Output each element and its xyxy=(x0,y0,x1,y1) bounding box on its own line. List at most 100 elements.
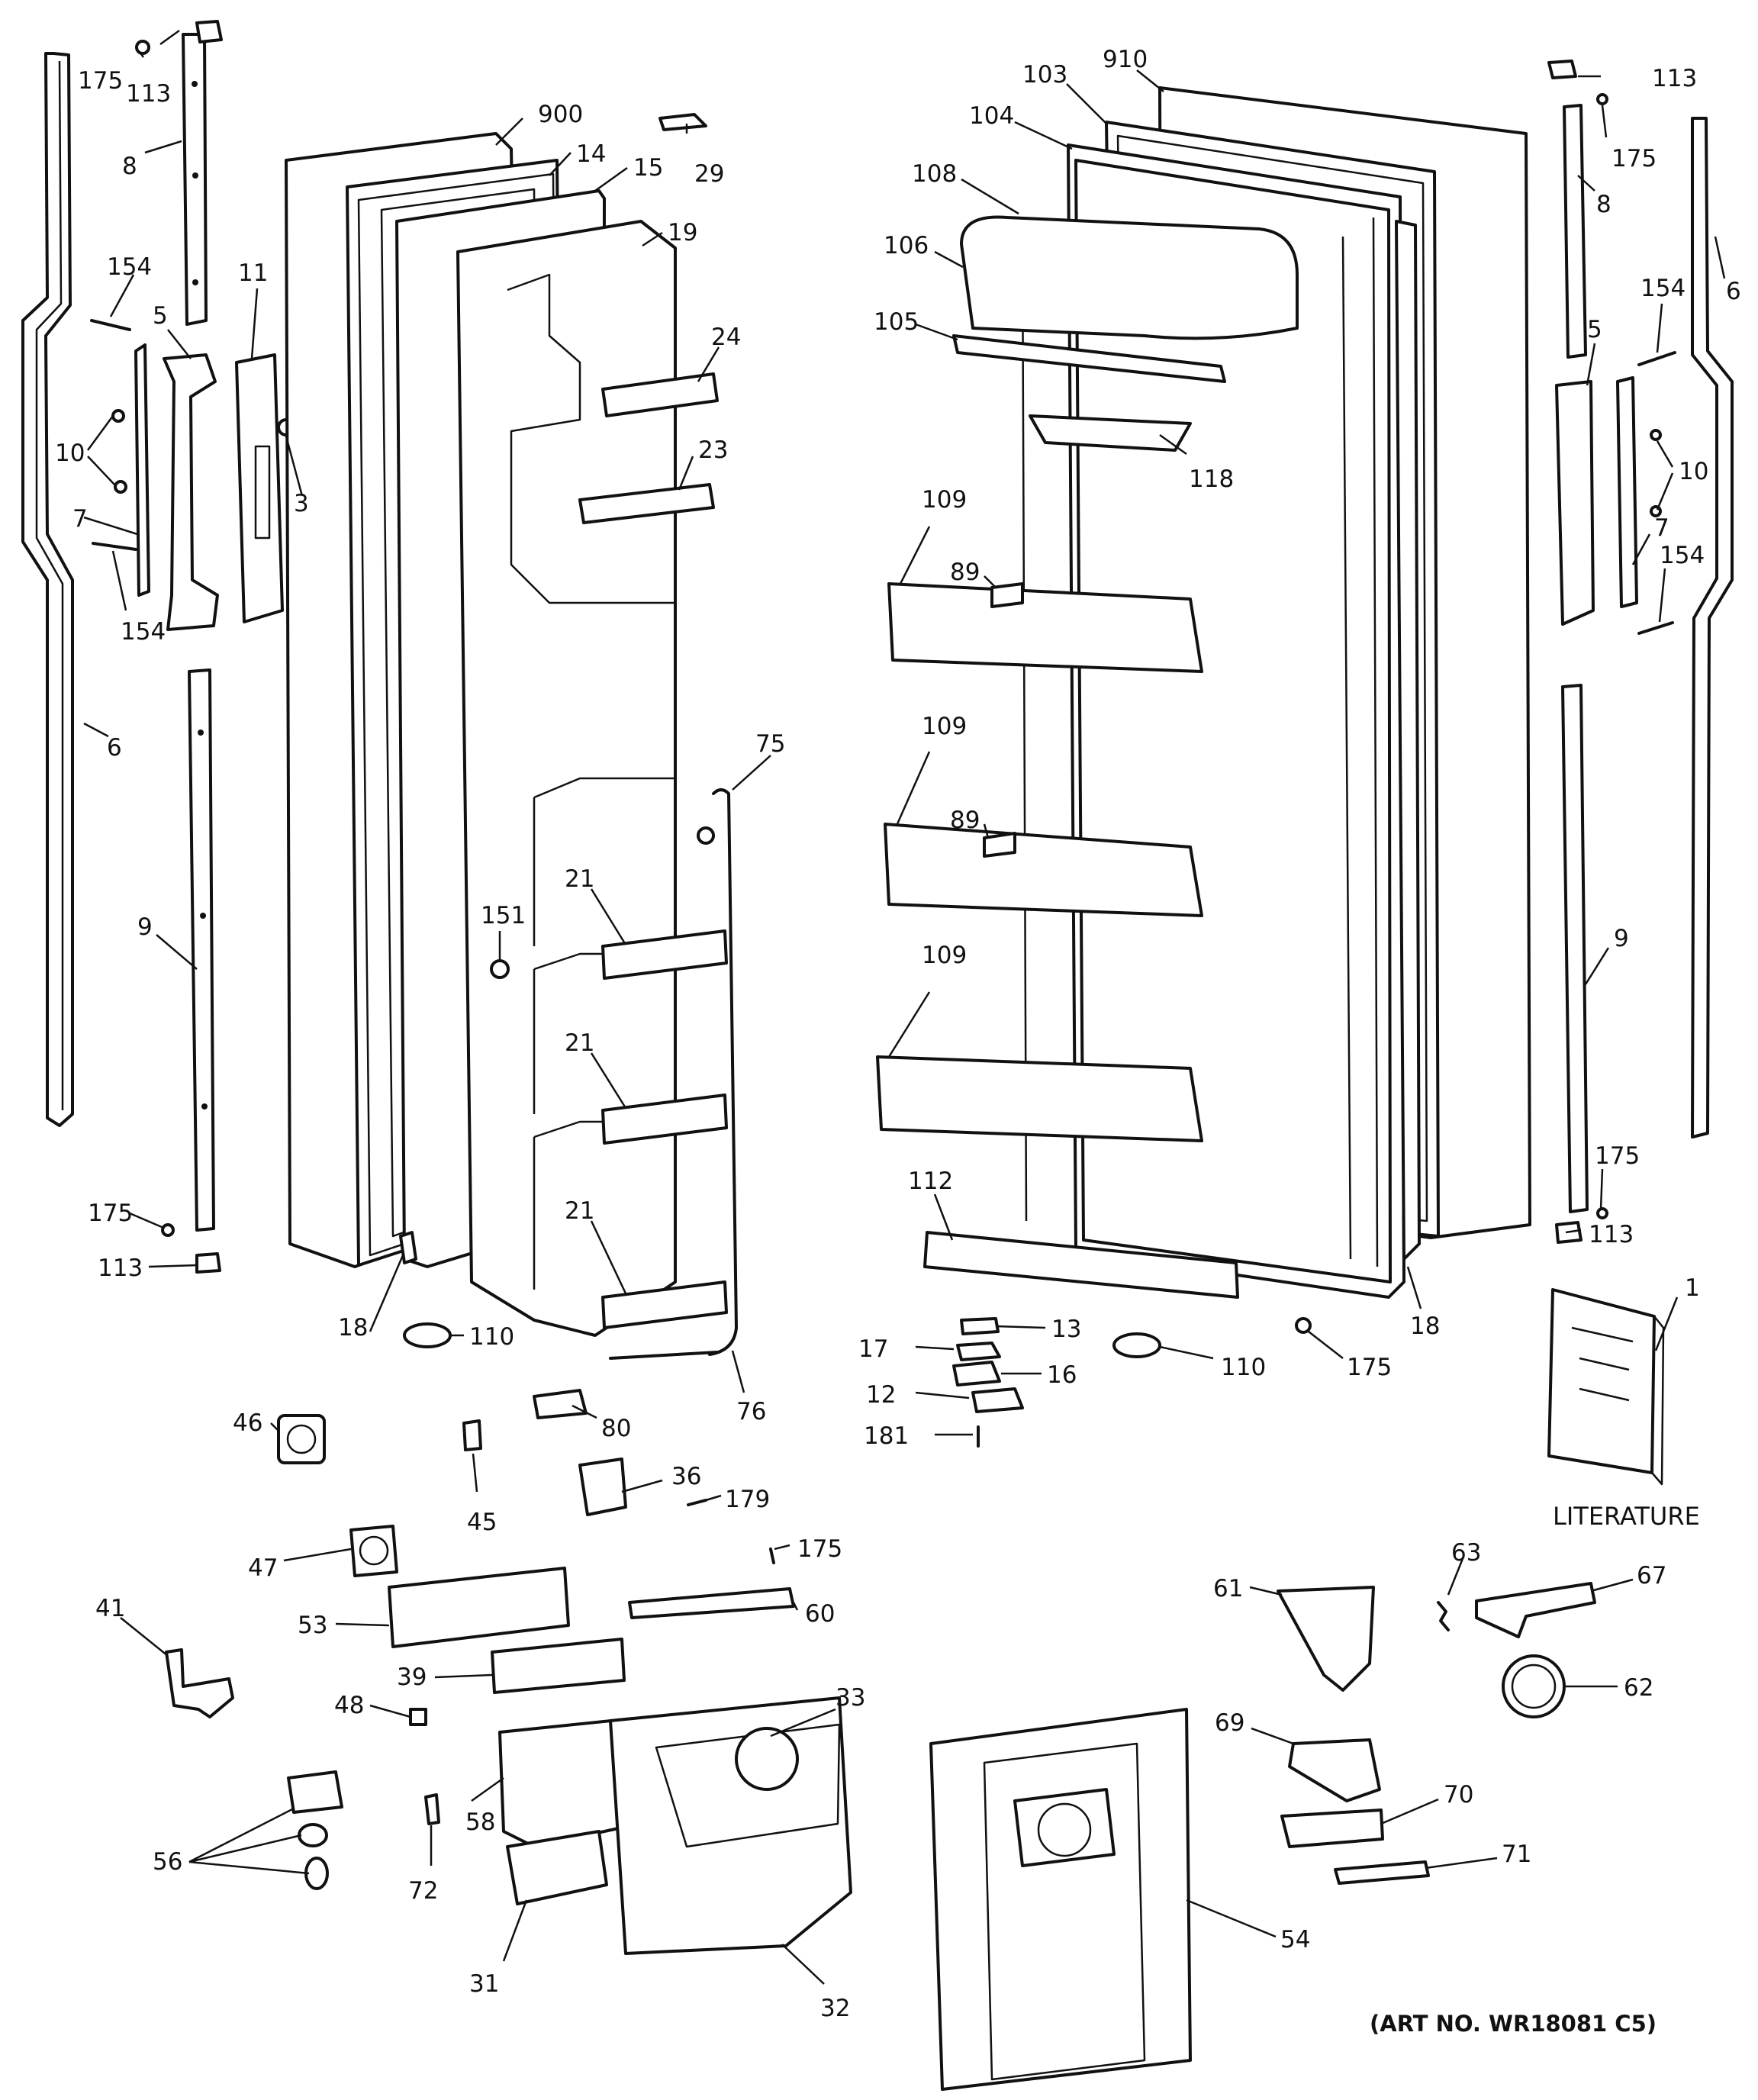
label-18-a: 18 xyxy=(338,1314,368,1341)
door-trim-18-left xyxy=(399,1231,417,1264)
switch-45 xyxy=(462,1419,482,1451)
freezer-door-liner-19 xyxy=(456,220,728,1337)
label-113-a: 113 xyxy=(126,80,171,108)
left-handle-5-7 xyxy=(134,343,219,631)
label-21-a: 21 xyxy=(565,865,594,893)
label-23: 23 xyxy=(698,436,728,464)
switch-48 xyxy=(409,1708,427,1726)
label-5-b: 5 xyxy=(1587,316,1602,343)
label-29: 29 xyxy=(694,160,724,188)
label-175-b: 175 xyxy=(88,1200,133,1227)
door-trim-18-right xyxy=(1395,220,1421,1261)
label-900: 900 xyxy=(538,101,583,128)
label-154-c: 154 xyxy=(1640,275,1686,302)
label-112: 112 xyxy=(908,1168,953,1195)
label-75: 75 xyxy=(755,730,785,758)
fresh-food-door-910 xyxy=(876,86,1531,1299)
label-154-a: 154 xyxy=(107,253,152,281)
label-89-a: 89 xyxy=(950,559,980,586)
label-3: 3 xyxy=(294,490,309,517)
cap-113-bottom-left xyxy=(195,1252,221,1274)
bin-109-mid xyxy=(884,823,1203,917)
leader-lines xyxy=(83,29,1726,1985)
label-179: 179 xyxy=(725,1486,770,1513)
door-69 xyxy=(1288,1738,1381,1802)
label-39: 39 xyxy=(397,1664,427,1691)
divider-89-top xyxy=(990,582,1024,608)
lever-41 xyxy=(165,1648,234,1718)
tray-31 xyxy=(506,1830,608,1905)
label-67: 67 xyxy=(1637,1562,1666,1589)
label-109-a: 109 xyxy=(922,486,967,514)
label-15: 15 xyxy=(633,154,663,182)
label-181: 181 xyxy=(864,1422,909,1450)
screw-151 xyxy=(490,959,510,979)
label-33: 33 xyxy=(836,1684,865,1712)
fitting-80 xyxy=(533,1389,588,1419)
part-29 xyxy=(658,113,707,131)
dispenser-32 xyxy=(609,1696,852,1955)
cover-110-left xyxy=(403,1322,452,1348)
label-56: 56 xyxy=(153,1848,182,1876)
label-47: 47 xyxy=(248,1554,278,1582)
label-109-c: 109 xyxy=(922,942,967,969)
label-104: 104 xyxy=(969,102,1014,130)
right-handle-trim-6 xyxy=(1691,117,1734,1139)
bar-60 xyxy=(628,1587,795,1619)
shelf-21a xyxy=(601,929,728,980)
label-58: 58 xyxy=(465,1809,495,1836)
label-72: 72 xyxy=(408,1877,438,1905)
label-8-b: 8 xyxy=(1596,191,1612,218)
label-21-b: 21 xyxy=(565,1029,594,1057)
right-handle-5-7 xyxy=(1555,380,1595,626)
shelf-21b xyxy=(601,1093,728,1145)
left-rail-9 xyxy=(188,668,215,1232)
screws-left xyxy=(90,20,223,1274)
divider-89-mid xyxy=(983,832,1016,858)
label-151: 151 xyxy=(481,902,526,929)
label-175-f: 175 xyxy=(797,1535,842,1563)
label-54: 54 xyxy=(1280,1926,1310,1953)
left-rail-8 xyxy=(182,33,208,326)
cover-110-right xyxy=(1112,1332,1161,1358)
label-12: 12 xyxy=(866,1381,896,1409)
label-175-d: 175 xyxy=(1612,145,1657,172)
module-47 xyxy=(349,1525,398,1577)
label-175-e: 175 xyxy=(1595,1142,1640,1170)
switch-72 xyxy=(424,1793,440,1825)
bracket-67 xyxy=(1475,1582,1596,1638)
label-118: 118 xyxy=(1189,465,1234,493)
auger-33 xyxy=(735,1727,799,1791)
literature-label: LITERATURE xyxy=(1553,1502,1700,1531)
rod-71 xyxy=(1334,1860,1430,1885)
label-48: 48 xyxy=(334,1692,364,1719)
chute-61 xyxy=(1277,1586,1375,1692)
label-154-d: 154 xyxy=(1660,542,1705,569)
knob-46 xyxy=(277,1414,326,1464)
left-handle-trim-6 xyxy=(21,52,74,1127)
dish-118 xyxy=(1029,414,1192,452)
left-bracket-11 xyxy=(235,353,295,623)
label-103: 103 xyxy=(1022,61,1067,89)
label-53: 53 xyxy=(298,1612,327,1639)
board-39 xyxy=(491,1638,626,1694)
label-9-b: 9 xyxy=(1614,925,1629,952)
label-109-b: 109 xyxy=(922,713,967,740)
label-89-b: 89 xyxy=(950,807,980,834)
label-113-b: 113 xyxy=(98,1255,143,1282)
label-7-b: 7 xyxy=(1654,514,1669,542)
label-70: 70 xyxy=(1444,1781,1473,1809)
label-910: 910 xyxy=(1103,46,1148,73)
hinge-parts-12-17 xyxy=(952,1317,1024,1448)
label-108: 108 xyxy=(912,160,957,188)
bin-109-top xyxy=(887,582,1203,673)
bracket-36 xyxy=(578,1457,627,1516)
label-110-b: 110 xyxy=(1221,1354,1266,1381)
label-21-c: 21 xyxy=(565,1197,594,1225)
label-106: 106 xyxy=(884,232,929,259)
label-16: 16 xyxy=(1047,1361,1077,1389)
label-36: 36 xyxy=(671,1463,701,1490)
label-10-a: 10 xyxy=(55,440,85,467)
